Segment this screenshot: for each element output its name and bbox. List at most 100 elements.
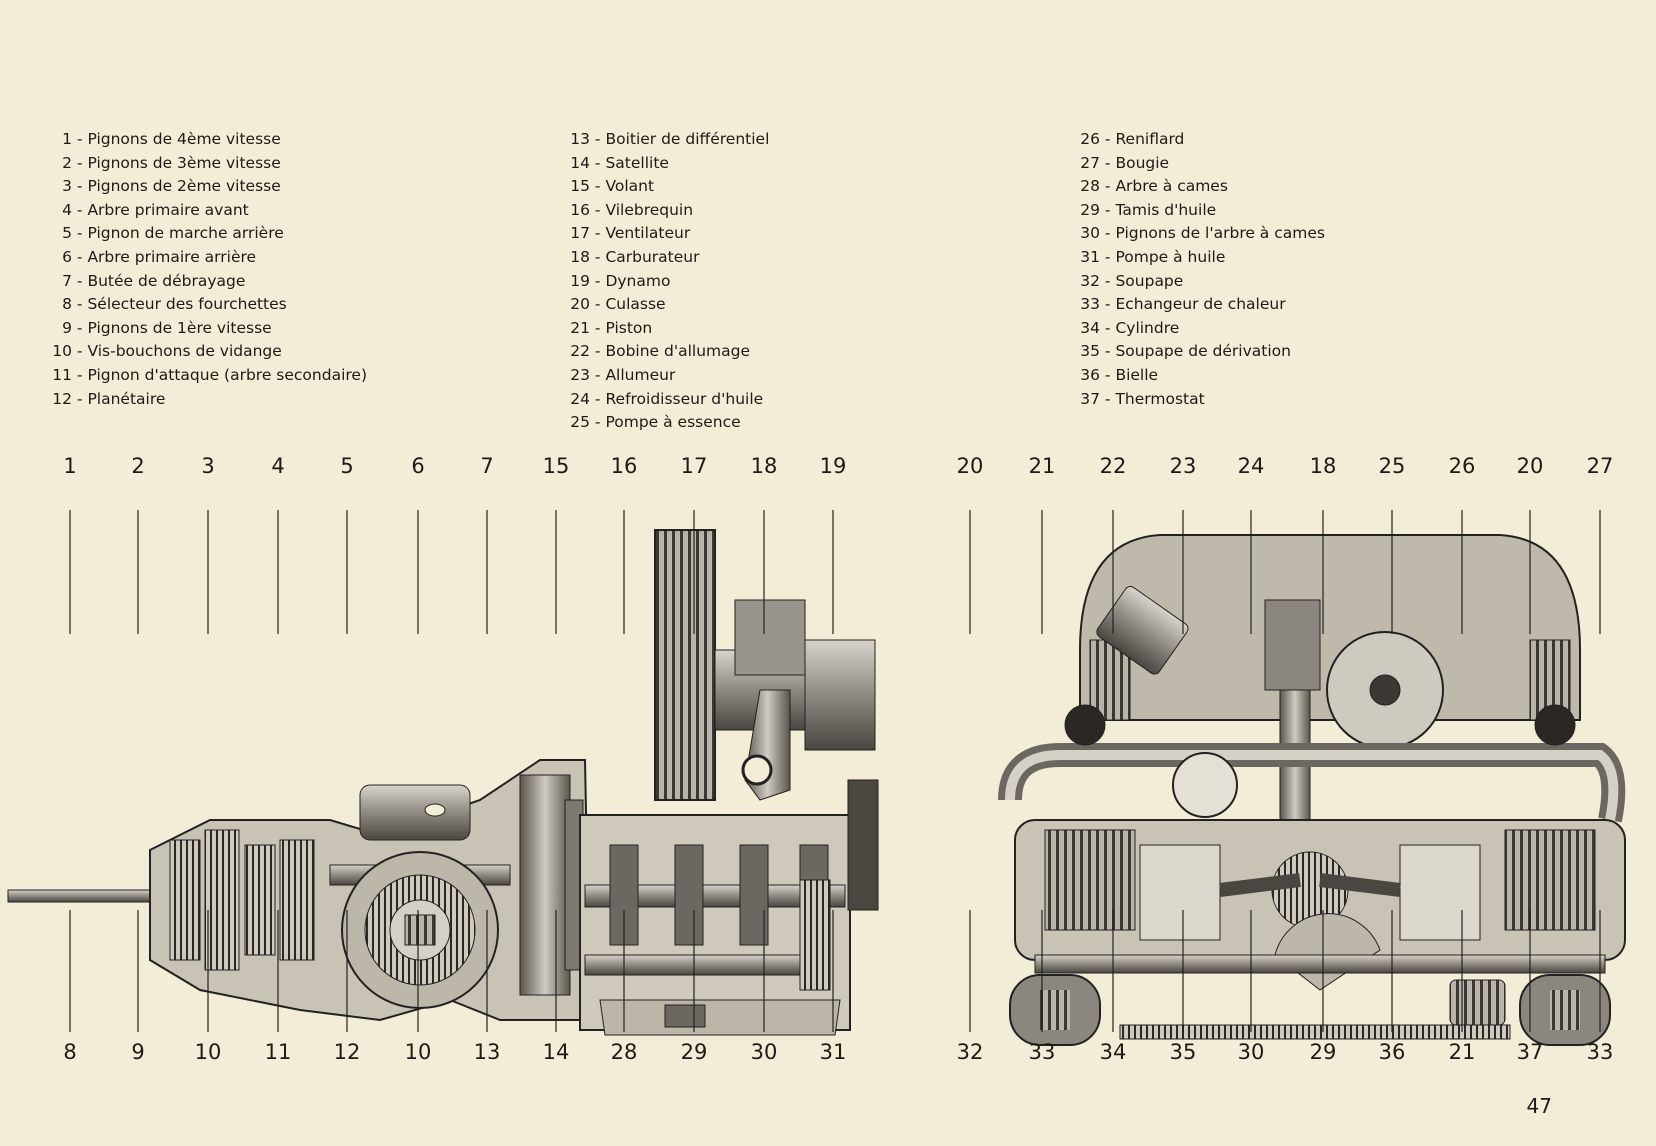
legend-item: 16 - Vilebrequin — [560, 199, 769, 223]
legend-separator: - — [1100, 365, 1116, 384]
legend-item: 24 - Refroidisseur d'huile — [560, 388, 769, 412]
legend-item: 10 - Vis-bouchons de vidange — [42, 340, 367, 364]
callout-number: 18 — [1309, 454, 1337, 478]
engine-side-section — [579, 529, 879, 1036]
legend-label: Pignons de 3ème vitesse — [87, 153, 281, 172]
legend-separator: - — [72, 177, 88, 196]
legend-label: Pignons de 1ère vitesse — [87, 318, 272, 337]
legend-separator: - — [72, 365, 88, 384]
legend-item: 33 - Echangeur de chaleur — [1070, 293, 1325, 317]
callout-number: 15 — [542, 454, 570, 478]
legend-item: 32 - Soupape — [1070, 270, 1325, 294]
callout-number: 12 — [333, 1040, 361, 1064]
legend-separator: - — [590, 295, 606, 314]
callout-number: 25 — [1378, 454, 1406, 478]
legend-separator: - — [1100, 271, 1116, 290]
legend-number: 30 — [1080, 224, 1100, 243]
callout-number: 7 — [480, 454, 494, 478]
legend-item: 3 - Pignons de 2ème vitesse — [42, 175, 367, 199]
transaxle-section — [7, 759, 592, 1022]
callout-number: 16 — [610, 454, 638, 478]
callout-number: 3 — [201, 454, 215, 478]
callout-number: 6 — [411, 454, 425, 478]
legend-label: Planétaire — [87, 389, 166, 408]
legend-label: Bobine d'allumage — [605, 342, 751, 361]
callout-number: 28 — [610, 1040, 638, 1064]
callout-number: 21 — [1028, 454, 1056, 478]
callout-number: 9 — [131, 1040, 145, 1064]
legend-label: Tamis d'huile — [1115, 200, 1217, 219]
callout-number: 8 — [63, 1040, 77, 1064]
legend-number: 18 — [570, 247, 590, 266]
legend-number: 24 — [570, 389, 590, 408]
legend-number: 25 — [570, 413, 590, 432]
legend-number: 29 — [1080, 200, 1100, 219]
legend-label: Cylindre — [1115, 318, 1180, 337]
legend-item: 34 - Cylindre — [1070, 317, 1325, 341]
legend-separator: - — [590, 413, 606, 432]
legend-separator: - — [590, 342, 606, 361]
legend-label: Vilebrequin — [605, 200, 694, 219]
legend-item: 25 - Pompe à essence — [560, 411, 769, 435]
legend-number: 33 — [1080, 295, 1100, 314]
legend-number: 22 — [570, 342, 590, 361]
legend-number: 19 — [570, 271, 590, 290]
legend-separator: - — [590, 130, 606, 148]
callout-number: 4 — [271, 454, 285, 478]
legend-label: Reniflard — [1115, 130, 1185, 148]
legend-number: 2 — [62, 153, 72, 172]
legend-item: 27 - Bougie — [1070, 152, 1325, 176]
callout-number: 35 — [1169, 1040, 1197, 1064]
legend-item: 7 - Butée de débrayage — [42, 270, 367, 294]
page-number: 47 — [1526, 1094, 1552, 1118]
legend-separator: - — [1100, 389, 1116, 408]
legend-separator: - — [1100, 342, 1116, 361]
legend-label: Dynamo — [605, 271, 671, 290]
callout-number: 27 — [1586, 454, 1614, 478]
callout-number: 18 — [750, 454, 778, 478]
legend-item: 37 - Thermostat — [1070, 388, 1325, 412]
legend-label: Arbre à cames — [1115, 177, 1228, 196]
legend-item: 2 - Pignons de 3ème vitesse — [42, 152, 367, 176]
callout-number: 23 — [1169, 454, 1197, 478]
legend-separator: - — [1100, 318, 1116, 337]
callout-number: 29 — [1309, 1040, 1337, 1064]
legend-label: Pignons de l'arbre à cames — [1115, 224, 1325, 243]
legend-separator: - — [1100, 247, 1116, 266]
legend-label: Arbre primaire arrière — [87, 247, 257, 266]
callout-number: 20 — [1516, 454, 1544, 478]
legend-label: Butée de débrayage — [87, 271, 246, 290]
legend-number: 5 — [62, 224, 72, 243]
callout-number: 24 — [1237, 454, 1265, 478]
legend-label: Volant — [605, 177, 655, 196]
legend-separator: - — [590, 200, 606, 219]
legend-separator: - — [72, 224, 88, 243]
legend-separator: - — [72, 318, 88, 337]
callout-number: 10 — [404, 1040, 432, 1064]
legend-item: 13 - Boitier de différentiel — [560, 128, 769, 152]
legend-separator: - — [72, 153, 88, 172]
legend-label: Boitier de différentiel — [605, 130, 770, 148]
legend-number: 27 — [1080, 153, 1100, 172]
legend-label: Refroidisseur d'huile — [605, 389, 764, 408]
callout-number: 5 — [340, 454, 354, 478]
legend-number: 16 — [570, 200, 590, 219]
legend-label: Culasse — [605, 295, 666, 314]
legend-label: Ventilateur — [605, 224, 691, 243]
legend-separator: - — [72, 342, 88, 361]
legend-number: 12 — [52, 389, 72, 408]
legend-label: Sélecteur des fourchettes — [87, 295, 287, 314]
legend-separator: - — [1100, 153, 1116, 172]
legend-number: 1 — [62, 130, 72, 148]
callout-number: 21 — [1448, 1040, 1476, 1064]
callout-number: 1 — [63, 454, 77, 478]
legend-separator: - — [72, 389, 88, 408]
leader-lines — [69, 510, 1601, 1032]
engine-rear-view — [998, 534, 1626, 1046]
legend-label: Thermostat — [1115, 389, 1205, 408]
legend-item: 4 - Arbre primaire avant — [42, 199, 367, 223]
legend-number: 17 — [570, 224, 590, 243]
